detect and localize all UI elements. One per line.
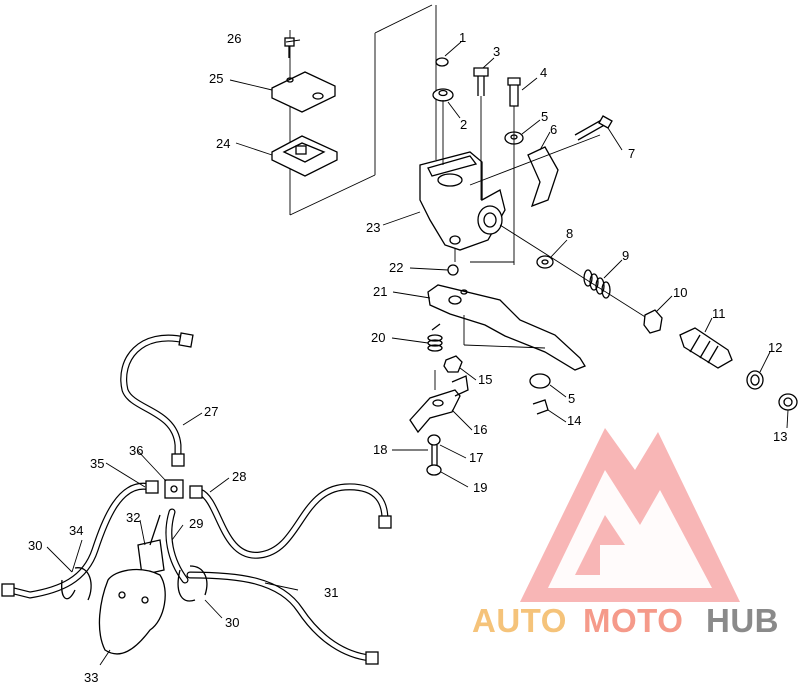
callout-24: 24 <box>216 136 230 151</box>
callout-23: 23 <box>366 220 380 235</box>
callout-14: 14 <box>567 413 581 428</box>
callout-5: 5 <box>541 109 548 124</box>
clip-14 <box>532 399 549 415</box>
callout-25: 25 <box>209 71 223 86</box>
pin-4 <box>507 77 521 86</box>
callout-15: 15 <box>478 372 492 387</box>
callout-32: 32 <box>126 510 140 525</box>
watermark-hub: HUB <box>706 602 779 639</box>
callout-2: 2 <box>460 117 467 132</box>
callout-22: 22 <box>389 260 403 275</box>
callout-28: 28 <box>232 469 246 484</box>
spring-20 <box>427 323 443 352</box>
junction-36 <box>164 479 184 499</box>
nut-10 <box>643 309 663 334</box>
nut-19 <box>426 464 442 476</box>
callout-34: 34 <box>69 523 83 538</box>
spring-9 <box>583 269 611 299</box>
callout-29: 29 <box>189 516 203 531</box>
reservoir-cover-group <box>271 4 437 216</box>
diaphragm-24 <box>271 135 338 177</box>
callout-21: 21 <box>373 284 387 299</box>
callout-9: 9 <box>622 248 629 263</box>
pushrod-group <box>536 255 798 411</box>
bracket-32 <box>137 539 165 576</box>
reservoir-cover-25 <box>271 71 336 113</box>
callout-5b: 5 <box>568 391 575 406</box>
nut-15 <box>443 355 463 373</box>
clamp-6 <box>527 146 559 208</box>
bracket-16 <box>409 389 461 434</box>
callout-4: 4 <box>540 65 547 80</box>
callout-30: 30 <box>28 538 42 553</box>
bolt-18 <box>431 445 438 465</box>
clamp-34 <box>61 579 76 600</box>
clamp-30-right <box>177 569 196 602</box>
nut-1 <box>435 57 449 67</box>
callout-12: 12 <box>768 340 782 355</box>
callout-17: 17 <box>469 450 483 465</box>
callout-27: 27 <box>204 404 218 419</box>
callout-26: 26 <box>227 31 241 46</box>
clamp-30-left <box>74 567 92 601</box>
callout-36: 36 <box>129 443 143 458</box>
callout-13: 13 <box>773 429 787 444</box>
lever-group <box>409 264 586 476</box>
hose-group <box>1 332 392 665</box>
watermark-logo: AUTO MOTO HUB <box>472 428 779 639</box>
leader-lines <box>46 39 789 666</box>
callout-3: 3 <box>493 44 500 59</box>
washer-5b <box>529 373 551 389</box>
nut-17 <box>427 434 441 446</box>
seal-12 <box>746 370 764 390</box>
master-cylinder-group <box>419 57 651 321</box>
bushing-22 <box>447 264 459 276</box>
callout-16: 16 <box>473 422 487 437</box>
callout-11: 11 <box>712 306 726 321</box>
callout-19: 19 <box>473 480 487 495</box>
washer-8 <box>536 255 554 269</box>
callout-31: 31 <box>324 585 338 600</box>
callout-35: 35 <box>90 456 104 471</box>
watermark-auto: AUTO <box>472 602 567 639</box>
bolt-3 <box>473 67 489 77</box>
callout-labels: 1 2 3 4 5 6 7 8 9 10 11 12 13 14 15 16 1… <box>28 30 787 683</box>
callout-20: 20 <box>371 330 385 345</box>
cap-13 <box>778 393 798 411</box>
callout-8: 8 <box>566 226 573 241</box>
hose-28 <box>196 483 389 559</box>
piston-11 <box>679 327 733 369</box>
hose-31 <box>186 571 374 662</box>
callout-33: 33 <box>84 670 98 683</box>
callout-10: 10 <box>673 285 687 300</box>
callout-7: 7 <box>628 146 635 161</box>
callout-30b: 30 <box>225 615 239 630</box>
plate-33 <box>98 568 166 655</box>
watermark-moto: MOTO <box>583 602 683 639</box>
lever-21 <box>427 284 586 371</box>
callout-1: 1 <box>459 30 466 45</box>
callout-18: 18 <box>373 442 387 457</box>
callout-6: 6 <box>550 122 557 137</box>
